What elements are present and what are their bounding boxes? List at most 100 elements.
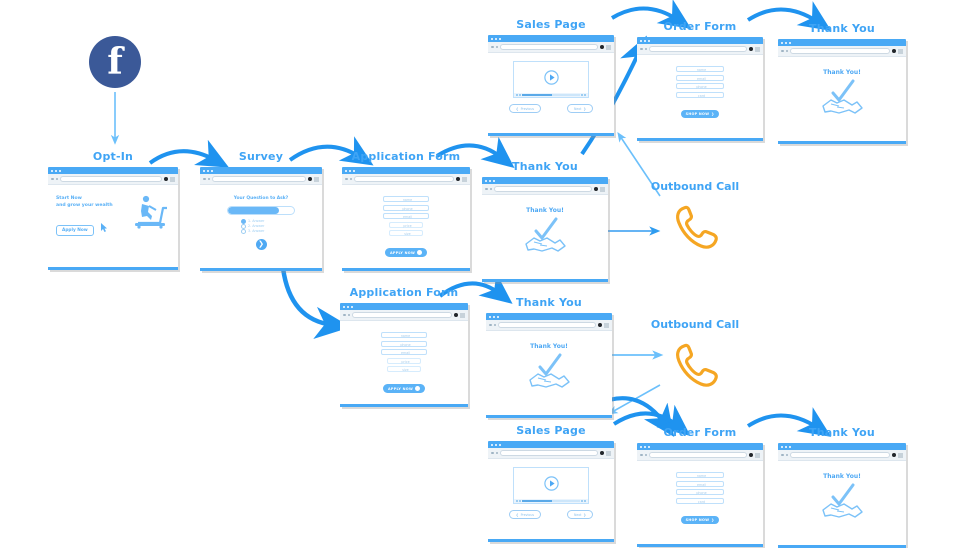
node-order-form-bottom[interactable]: Order Form name email phone card SHOP NO… [637,426,763,547]
pause-small-icon[interactable] [519,94,521,96]
next-button[interactable]: Next ❯ [566,510,594,519]
apply-now-button[interactable]: Apply Now [56,225,94,236]
address-bar[interactable] [649,46,747,52]
browser-window-sales-page-bottom[interactable]: ❮ Previous Next ❯ [488,441,614,542]
browser-window-thank-you-bottom[interactable]: Thank You! [778,443,906,548]
survey-answer-3[interactable]: 3. Answer [241,229,281,234]
panel-icon[interactable] [600,186,605,192]
form-field-price[interactable]: price [387,357,421,364]
menu-icon[interactable] [600,451,604,455]
browser-toolbar[interactable] [778,46,906,57]
apply-now-button[interactable]: APPLY NOW [384,248,428,257]
shop-now-button[interactable]: SHOP NOW ❯ [680,516,720,524]
address-bar[interactable] [212,176,306,182]
menu-icon[interactable] [749,47,753,51]
previous-button[interactable]: ❮ Previous [508,510,542,519]
form-field-name[interactable]: name [381,332,427,338]
radio-icon[interactable] [241,219,246,224]
node-application-form-2[interactable]: Application Form name phone email price … [340,286,468,407]
node-thank-you-1[interactable]: Thank You Thank You! [482,160,608,282]
menu-icon[interactable] [598,323,602,327]
node-thank-you-top[interactable]: Thank You Thank You! [778,22,906,144]
browser-toolbar[interactable] [488,42,614,53]
browser-window-optin[interactable]: Start Now and grow your wealth Apply Now [48,167,178,270]
form-field-email[interactable]: email [381,349,427,355]
node-application-form-1[interactable]: Application Form name phone email price … [342,150,470,271]
menu-icon[interactable] [749,453,753,457]
form-field-card[interactable]: card [676,91,724,98]
panel-icon[interactable] [462,176,467,182]
address-bar[interactable] [500,450,598,456]
back-icon[interactable] [491,45,494,49]
forward-icon[interactable] [785,453,788,457]
address-bar[interactable] [352,312,452,318]
video-player-icon[interactable] [513,467,589,504]
fullscreen-icon[interactable] [584,94,586,96]
browser-toolbar[interactable] [342,174,470,185]
video-progress-bar[interactable] [514,93,588,97]
back-icon[interactable] [203,177,206,181]
video-scrubber[interactable] [522,500,580,502]
radio-icon[interactable] [241,224,246,229]
forward-icon[interactable] [55,177,58,181]
form-field-price[interactable]: price [389,221,423,228]
form-field-email[interactable]: email [383,213,429,219]
node-optin[interactable]: Opt-In Start Now and grow your wealth Ap… [48,150,178,270]
back-icon[interactable] [640,47,643,51]
menu-icon[interactable] [164,177,168,181]
apply-now-button[interactable]: APPLY NOW [382,384,426,393]
node-thank-you-bottom[interactable]: Thank You Thank You! [778,426,906,548]
video-progress-bar[interactable] [514,499,588,503]
volume-icon[interactable] [581,94,583,96]
menu-icon[interactable] [454,313,458,317]
browser-window-thank-you-top[interactable]: Thank You! [778,39,906,144]
outbound-call-1[interactable]: Outbound Call [645,180,745,255]
play-icon[interactable] [543,476,559,491]
back-icon[interactable] [345,177,348,181]
back-icon[interactable] [489,323,492,327]
browser-window-survey[interactable]: Your Question to Ask? 1. Answer 2. Answe… [200,167,322,271]
panel-icon[interactable] [170,176,175,182]
survey-answer-1[interactable]: 1. Answer [241,219,281,224]
browser-toolbar[interactable] [48,174,178,185]
form-field-phone[interactable]: phone [676,489,724,495]
panel-icon[interactable] [604,322,609,328]
browser-window-thank-you-2[interactable]: Thank You! [486,313,612,418]
browser-window-thank-you-1[interactable]: Thank You! [482,177,608,282]
volume-icon[interactable] [581,500,583,502]
forward-icon[interactable] [347,313,350,317]
form-field-email[interactable]: email [676,74,724,81]
form-field-name[interactable]: name [676,472,724,478]
form-field-size[interactable]: size [387,366,421,372]
menu-icon[interactable] [308,177,312,181]
address-bar[interactable] [649,452,747,458]
browser-window-application-form-2[interactable]: name phone email price size APPLY NOW [340,303,468,407]
back-icon[interactable] [781,49,784,53]
browser-toolbar[interactable] [778,450,906,461]
panel-icon[interactable] [606,44,611,50]
menu-icon[interactable] [892,453,896,457]
forward-icon[interactable] [349,177,352,181]
browser-toolbar[interactable] [482,184,608,195]
browser-window-application-form-1[interactable]: name phone email price size APPLY NOW [342,167,470,271]
address-bar[interactable] [60,176,162,182]
node-sales-page-top[interactable]: Sales Page [488,18,614,136]
form-field-name[interactable]: name [383,196,429,202]
panel-icon[interactable] [755,452,760,458]
pause-small-icon[interactable] [519,500,521,502]
panel-icon[interactable] [898,48,903,54]
back-icon[interactable] [781,453,784,457]
forward-icon[interactable] [495,451,498,455]
address-bar[interactable] [494,186,592,192]
shop-now-button[interactable]: SHOP NOW ❯ [680,110,720,118]
browser-toolbar[interactable] [637,450,763,461]
panel-icon[interactable] [314,176,319,182]
forward-icon[interactable] [495,45,498,49]
form-field-phone[interactable]: phone [676,83,724,89]
node-survey[interactable]: Survey Your Question to Ask? 1. Answer [200,150,322,271]
address-bar[interactable] [498,322,596,328]
forward-icon[interactable] [489,187,492,191]
browser-toolbar[interactable] [637,44,763,55]
address-bar[interactable] [354,176,454,182]
fullscreen-icon[interactable] [584,500,586,502]
